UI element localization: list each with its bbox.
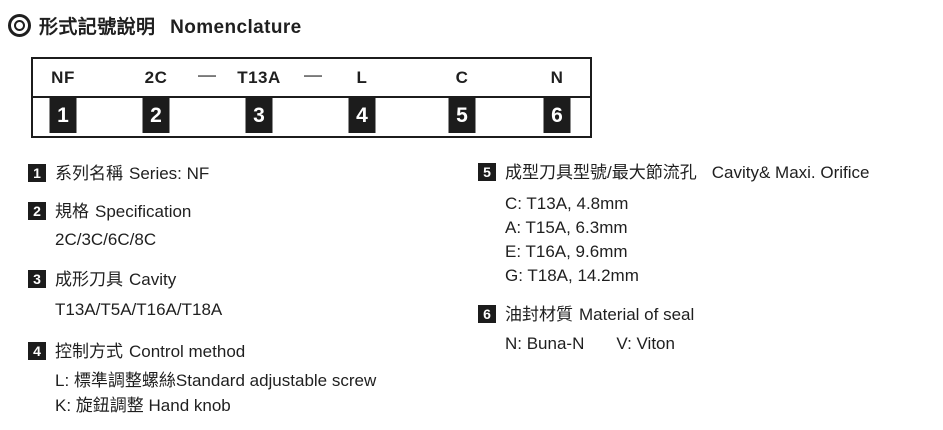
detail-line: C: T13A, 4.8mm (505, 194, 629, 213)
detail-line: A: T15A, 6.3mm (505, 218, 628, 237)
segment-code-cavity: T13A (237, 68, 281, 87)
legend-title-zh: 規格 (55, 202, 89, 221)
item-number-badge: 5 (478, 163, 496, 181)
detail-line: L: 標準調整螺絲Standard adjustable screw (55, 371, 377, 390)
item-number-badge: 4 (28, 342, 46, 360)
legend-title-zh: 油封材質 (505, 305, 573, 324)
segment-code-specification: 2C (144, 68, 168, 87)
legend-item-body: 成型刀具型號/最大節流孔 Cavity& Maxi. Orifice C: T13… (505, 161, 869, 288)
legend-item-detail: L: 標準調整螺絲Standard adjustable screw K: 旋鈕… (55, 368, 376, 418)
model-code-diagram: NF 2C T13A L C N — — 1 2 3 4 5 6 (31, 57, 592, 138)
legend-item-title: 成形刀具 Cavity (55, 268, 222, 292)
legend-title-en: Cavity& Maxi. Orifice (711, 163, 870, 182)
detail-line: E: T16A, 9.6mm (505, 242, 628, 261)
legend-item-title: 油封材質 Material of seal (505, 303, 694, 327)
legend-item-title: 成型刀具型號/最大節流孔 Cavity& Maxi. Orifice (505, 161, 869, 185)
segment-code-control: L (356, 68, 368, 87)
detail-line: T13A/T5A/T16A/T18A (55, 300, 223, 319)
legend-title-en: Specification (95, 202, 192, 221)
legend-item-detail: N: Buna-N V: Viton (505, 331, 694, 356)
item-number-badge: 1 (28, 164, 46, 182)
legend-item-detail: T13A/T5A/T16A/T18A (55, 297, 222, 322)
legend-item-specification: 2 規格 Specification 2C/3C/6C/8C (28, 200, 191, 252)
legend-item-control-method: 4 控制方式 Control method L: 標準調整螺絲Standard a… (28, 340, 376, 418)
seal-option-viton: V: Viton (616, 334, 675, 353)
separator-dash: — (198, 65, 216, 85)
diagram-divider-line (33, 96, 590, 98)
legend-title-zh: 系列名稱 (55, 164, 123, 183)
legend-title-zh: 控制方式 (55, 342, 123, 361)
segment-number-6: 6 (543, 98, 571, 133)
legend-title-en: Control method (129, 342, 246, 361)
legend-item-title: 系列名稱 Series: NF (55, 162, 209, 186)
section-header: 形式記號說明 Nomenclature (8, 12, 302, 39)
separator-dash: — (304, 65, 322, 85)
page-title: 形式記號說明 Nomenclature (39, 12, 302, 39)
segment-number-3: 3 (245, 98, 273, 133)
item-number-badge: 2 (28, 202, 46, 220)
detail-line: N: Buna-N V: Viton (505, 331, 694, 356)
page-title-en: Nomenclature (170, 17, 302, 38)
legend-item-body: 規格 Specification 2C/3C/6C/8C (55, 200, 191, 252)
segment-number-2: 2 (142, 98, 170, 133)
legend-title-en: Series: NF (129, 164, 210, 183)
legend-title-en: Cavity (129, 270, 177, 289)
legend-item-detail: C: T13A, 4.8mm A: T15A, 6.3mm E: T16A, 9… (505, 192, 869, 288)
segment-code-orifice: C (455, 68, 469, 87)
legend-item-body: 系列名稱 Series: NF (55, 162, 209, 186)
seal-option-buna: N: Buna-N (505, 334, 585, 353)
legend-item-title: 規格 Specification (55, 200, 191, 224)
segment-number-1: 1 (49, 98, 77, 133)
detail-line: G: T18A, 14.2mm (505, 266, 639, 285)
legend-item-body: 成形刀具 Cavity T13A/T5A/T16A/T18A (55, 268, 222, 322)
legend-item-series: 1 系列名稱 Series: NF (28, 162, 209, 186)
detail-line: K: 旋鈕調整 Hand knob (55, 396, 231, 415)
item-number-badge: 6 (478, 305, 496, 323)
page-title-zh: 形式記號說明 (39, 17, 156, 38)
segment-number-5: 5 (448, 98, 476, 133)
segment-code-seal: N (550, 68, 564, 87)
legend-title-zh: 成形刀具 (55, 270, 123, 289)
detail-line: 2C/3C/6C/8C (55, 230, 157, 249)
legend-title-zh: 成型刀具型號/最大節流孔 (505, 163, 697, 182)
double-circle-icon-inner (14, 20, 25, 31)
segment-number-4: 4 (348, 98, 376, 133)
double-circle-icon (8, 14, 31, 37)
legend-title-en: Material of seal (579, 305, 695, 324)
legend-item-seal-material: 6 油封材質 Material of seal N: Buna-N V: Viton (478, 303, 694, 356)
item-number-badge: 3 (28, 270, 46, 288)
legend-item-cavity-orifice: 5 成型刀具型號/最大節流孔 Cavity& Maxi. Orifice C: T… (478, 161, 869, 288)
legend-item-body: 油封材質 Material of seal N: Buna-N V: Viton (505, 303, 694, 356)
legend-item-cavity: 3 成形刀具 Cavity T13A/T5A/T16A/T18A (28, 268, 222, 322)
segment-code-series: NF (51, 68, 75, 87)
legend-item-title: 控制方式 Control method (55, 340, 376, 364)
legend-item-body: 控制方式 Control method L: 標準調整螺絲Standard adj… (55, 340, 376, 418)
legend-item-detail: 2C/3C/6C/8C (55, 227, 191, 252)
